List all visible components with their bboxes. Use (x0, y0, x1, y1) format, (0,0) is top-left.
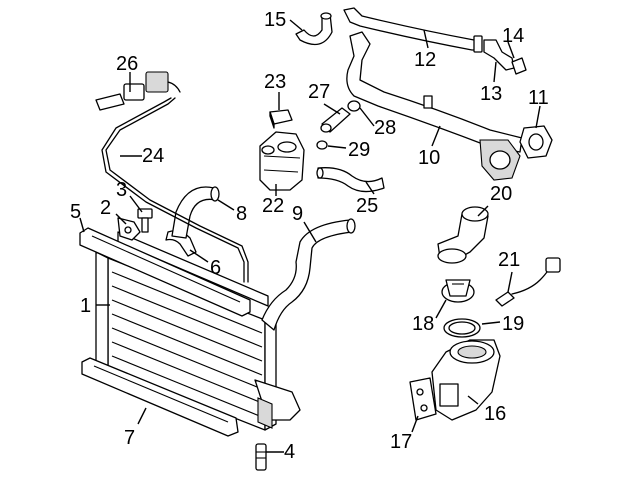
gasket-17 (409, 377, 437, 421)
callout-17: 17 (390, 431, 412, 453)
callout-6: 6 (210, 257, 221, 279)
pipe-cap (511, 57, 527, 75)
callout-11: 11 (528, 87, 549, 109)
upper-hose (171, 186, 220, 239)
bolt (137, 208, 153, 233)
thermostat-housing-outlet (437, 206, 489, 264)
callout-4: 4 (284, 441, 295, 463)
callout-2: 2 (100, 197, 111, 219)
callout-21: 21 (498, 249, 520, 271)
hose-clamp-29 (316, 140, 328, 150)
callout-19: 19 (502, 313, 524, 335)
callout-15: 15 (264, 9, 286, 31)
coolant-reservoir (259, 131, 305, 191)
water-pump-housing (431, 339, 501, 421)
small-hose (320, 107, 351, 133)
callout-10: 10 (418, 147, 440, 169)
lower-hose (261, 218, 356, 331)
callout-28: 28 (374, 117, 396, 139)
gasket-11 (519, 125, 553, 159)
callout-14: 14 (502, 25, 524, 47)
thermostat (441, 279, 475, 303)
callout-25: 25 (356, 195, 378, 217)
callout-16: 16 (484, 403, 506, 425)
vent-line (101, 97, 249, 283)
callout-3: 3 (116, 179, 127, 201)
coolant-pipe (346, 31, 523, 181)
heater-hose (295, 12, 333, 46)
callout-5: 5 (70, 201, 81, 223)
callout-12: 12 (414, 49, 436, 71)
callout-labels: 1 2 3 4 5 6 7 8 9 10 11 12 13 14 15 16 1… (70, 9, 549, 463)
thermostat-seal (443, 318, 481, 338)
bracket (117, 217, 141, 241)
temperature-sensor (495, 257, 561, 307)
callout-9: 9 (292, 203, 303, 225)
callout-23: 23 (264, 71, 286, 93)
bypass-hose (316, 167, 385, 193)
callout-18: 18 (412, 313, 434, 335)
side-seal-strip (79, 227, 251, 317)
water-pipe (343, 7, 483, 53)
callout-7: 7 (124, 427, 135, 449)
callout-27: 27 (308, 81, 330, 103)
callout-29: 29 (348, 139, 370, 161)
callout-24: 24 (142, 145, 164, 167)
reservoir-cap (269, 109, 293, 129)
sensor-with-lead (95, 71, 181, 111)
callout-22: 22 (262, 195, 284, 217)
lower-deflector (81, 357, 239, 437)
callout-1: 1 (80, 295, 91, 317)
leader-lines (79, 19, 541, 453)
callout-8: 8 (236, 203, 247, 225)
drain-plug (255, 443, 267, 471)
radiator (95, 231, 301, 431)
hose-clamp-28 (347, 100, 361, 112)
callout-13: 13 (480, 83, 502, 105)
callout-20: 20 (490, 183, 512, 205)
callout-26: 26 (116, 53, 138, 75)
